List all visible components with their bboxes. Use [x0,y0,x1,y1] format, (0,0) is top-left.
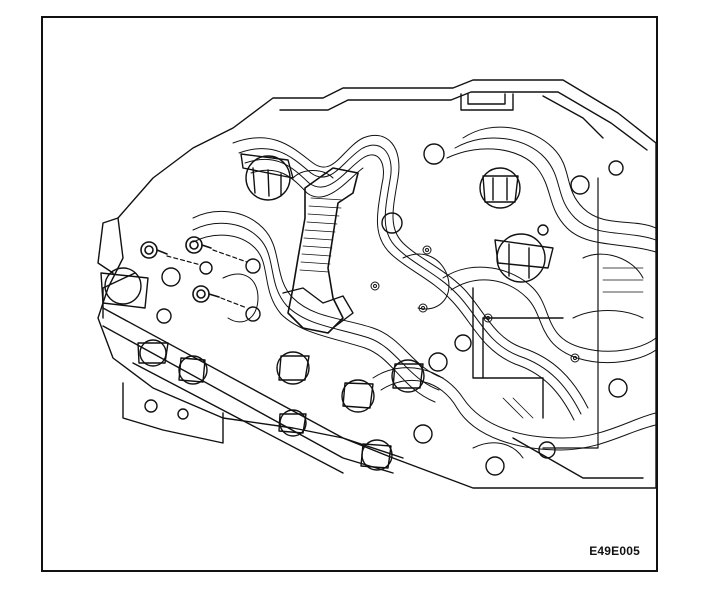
figure-frame: E49E005 [41,16,658,572]
valve-body-outline [97,79,656,489]
bolt-holes [156,143,628,476]
filter-screen [287,167,359,334]
bolts [140,236,220,303]
figure-code: E49E005 [589,544,640,558]
valve-body-drawing [97,79,656,489]
valve-plugs [100,153,554,471]
lower-bracket [122,382,224,444]
